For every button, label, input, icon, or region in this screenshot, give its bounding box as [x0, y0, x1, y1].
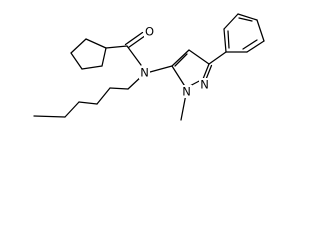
bond — [109, 87, 129, 90]
bond — [126, 45, 142, 66]
ring-nitrogen-atom-label: N — [200, 78, 209, 92]
bond — [78, 101, 98, 105]
bond — [237, 13, 258, 21]
bond — [171, 65, 187, 89]
atom-label-background — [199, 78, 210, 91]
bond — [246, 40, 265, 53]
oxygen-atom-label: O — [145, 25, 154, 39]
carbonyl-group — [105, 31, 147, 66]
cyclopentyl-ring — [70, 38, 107, 70]
bond — [223, 28, 227, 53]
double-bond — [174, 53, 188, 67]
bond — [105, 45, 128, 49]
bond — [85, 38, 107, 49]
n-methyl-group — [180, 93, 187, 121]
bond — [64, 101, 80, 118]
bond — [70, 52, 83, 70]
bond — [208, 51, 227, 65]
bond — [81, 65, 103, 70]
double-bond — [238, 17, 253, 22]
phenyl-ring — [208, 13, 265, 65]
atom-label-background — [181, 85, 192, 98]
double-bond — [127, 34, 147, 49]
bond — [188, 49, 210, 65]
double-bond — [227, 30, 230, 49]
atom-label-background — [144, 25, 155, 38]
chemical-structure-diagram: O N N N — [33, 13, 265, 121]
bond — [70, 38, 87, 54]
atom-label-background — [139, 66, 150, 79]
bond — [223, 13, 239, 30]
double-bond — [124, 31, 144, 46]
bond — [256, 19, 265, 42]
bond — [96, 87, 111, 105]
bond — [101, 47, 107, 67]
amide-nitrogen-atom-label: N — [140, 66, 149, 80]
ring-nitrogen-methylated-atom-label: N — [182, 85, 191, 99]
hexyl-chain — [33, 74, 144, 118]
bond — [149, 65, 173, 73]
bond — [171, 49, 190, 67]
bond — [202, 63, 210, 80]
bond — [180, 93, 187, 121]
atom-label-group: O N N N — [139, 25, 210, 99]
double-bond — [242, 39, 258, 50]
bond — [33, 115, 66, 118]
